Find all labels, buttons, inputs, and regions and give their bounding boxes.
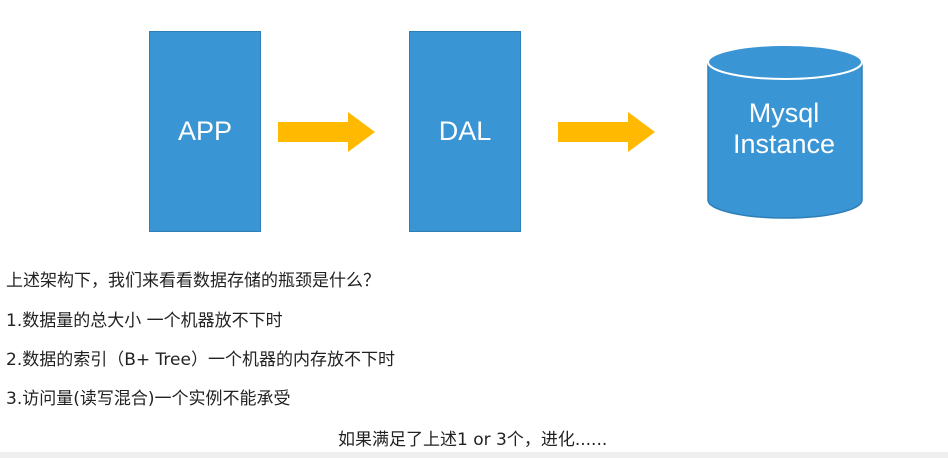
- bottom-divider: [0, 452, 948, 458]
- dal-label: DAL: [438, 116, 492, 146]
- bottleneck-item-1: 1.数据量的总大小 一个机器放不下时: [6, 311, 283, 331]
- app-label: APP: [177, 116, 233, 146]
- bottleneck-item-2: 2.数据的索引（B+ Tree）一个机器的内存放不下时: [6, 350, 395, 370]
- db-label-line2: Instance: [732, 129, 836, 159]
- conclusion-text: 如果满足了上述1 or 3个，进化......: [338, 430, 608, 450]
- app-box: APP: [149, 31, 261, 232]
- mysql-instance-label: Mysql Instance: [707, 98, 861, 160]
- db-label-line1: Mysql: [748, 98, 820, 128]
- arrow-right-icon: [558, 112, 655, 152]
- database-cylinder-icon: [707, 44, 863, 219]
- bottleneck-item-3: 3.访问量(读写混合)一个实例不能承受: [6, 389, 291, 409]
- arrow-right-icon: [278, 112, 375, 152]
- dal-box: DAL: [409, 31, 521, 232]
- intro-text: 上述架构下，我们来看看数据存储的瓶颈是什么？: [6, 271, 380, 291]
